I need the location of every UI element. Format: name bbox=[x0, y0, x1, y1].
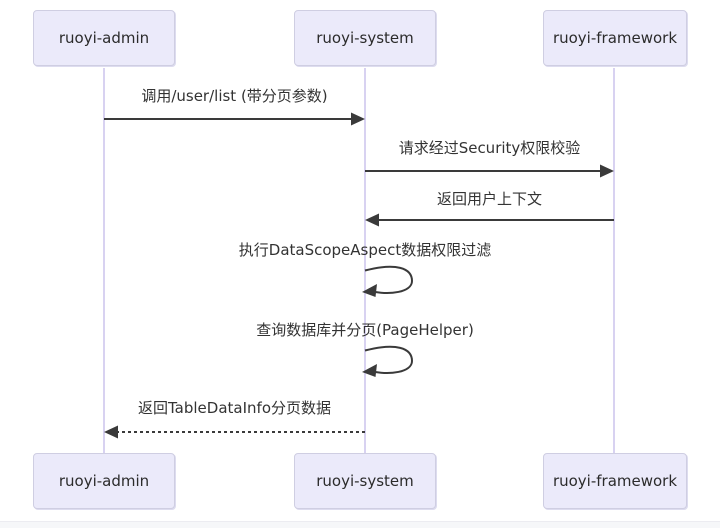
participant-top-ruoyi-admin: ruoyi-admin bbox=[33, 10, 175, 66]
participant-label: ruoyi-system bbox=[316, 472, 414, 490]
participant-label: ruoyi-framework bbox=[552, 472, 678, 490]
message-label-5: 查询数据库并分页(PageHelper) bbox=[256, 321, 474, 339]
message-2-arrowhead-icon bbox=[600, 164, 614, 178]
message-label-3: 返回用户上下文 bbox=[436, 190, 542, 208]
message-4-self-loop bbox=[364, 265, 414, 294]
participant-label: ruoyi-system bbox=[316, 29, 414, 47]
bottom-background-strip bbox=[0, 521, 720, 528]
participant-top-ruoyi-framework: ruoyi-framework bbox=[543, 10, 687, 66]
message-6-arrowhead-icon bbox=[104, 425, 118, 439]
participant-label: ruoyi-admin bbox=[58, 29, 150, 47]
message-label-2: 请求经过Security权限校验 bbox=[398, 139, 581, 157]
message-5-self-loop bbox=[364, 345, 414, 374]
participant-label: ruoyi-framework bbox=[552, 29, 678, 47]
participant-top-ruoyi-system: ruoyi-system bbox=[294, 10, 436, 66]
participant-bottom-ruoyi-admin: ruoyi-admin bbox=[33, 453, 175, 509]
message-5-arrowhead-icon bbox=[362, 364, 377, 377]
participant-label: ruoyi-admin bbox=[58, 472, 150, 490]
participant-bottom-ruoyi-system: ruoyi-system bbox=[294, 453, 436, 509]
participant-bottom-ruoyi-framework: ruoyi-framework bbox=[543, 453, 687, 509]
message-1-arrowhead-icon bbox=[351, 112, 365, 126]
message-3-arrowhead-icon bbox=[365, 213, 379, 227]
message-label-1: 调用/user/list (带分页参数) bbox=[141, 87, 328, 105]
message-4-arrowhead-icon bbox=[362, 284, 377, 297]
message-label-4: 执行DataScopeAspect数据权限过滤 bbox=[238, 241, 492, 259]
message-label-6: 返回TableDataInfo分页数据 bbox=[138, 399, 331, 417]
